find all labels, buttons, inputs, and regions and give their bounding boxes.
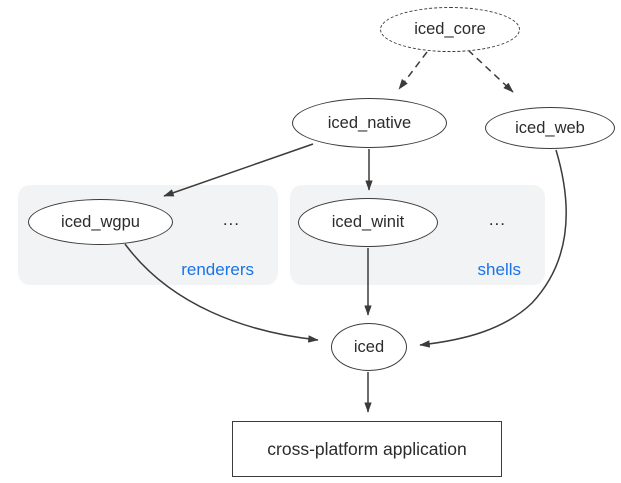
node-iced-native: iced_native xyxy=(292,98,447,148)
node-iced-winit: iced_winit xyxy=(298,198,438,247)
group-shells-ellipsis: ... xyxy=(488,210,506,229)
node-iced: iced xyxy=(331,323,407,371)
edge-iced-core-to-iced-web xyxy=(467,49,514,93)
edge-iced-core-to-iced-native xyxy=(398,51,428,90)
edge-iced-native-to-iced-wgpu xyxy=(163,143,314,197)
node-cross-platform-application: cross-platform application xyxy=(232,421,502,477)
node-iced-web: iced_web xyxy=(485,107,615,149)
group-renderers-ellipsis: ... xyxy=(222,210,240,229)
group-shells-label: shells xyxy=(477,260,521,279)
node-iced-core: iced_core xyxy=(380,7,520,52)
edge-iced-web-to-iced xyxy=(419,149,567,348)
node-iced-wgpu: iced_wgpu xyxy=(28,199,173,245)
edge-iced-wgpu-to-iced xyxy=(124,243,319,343)
group-renderers-label: renderers xyxy=(181,260,254,279)
